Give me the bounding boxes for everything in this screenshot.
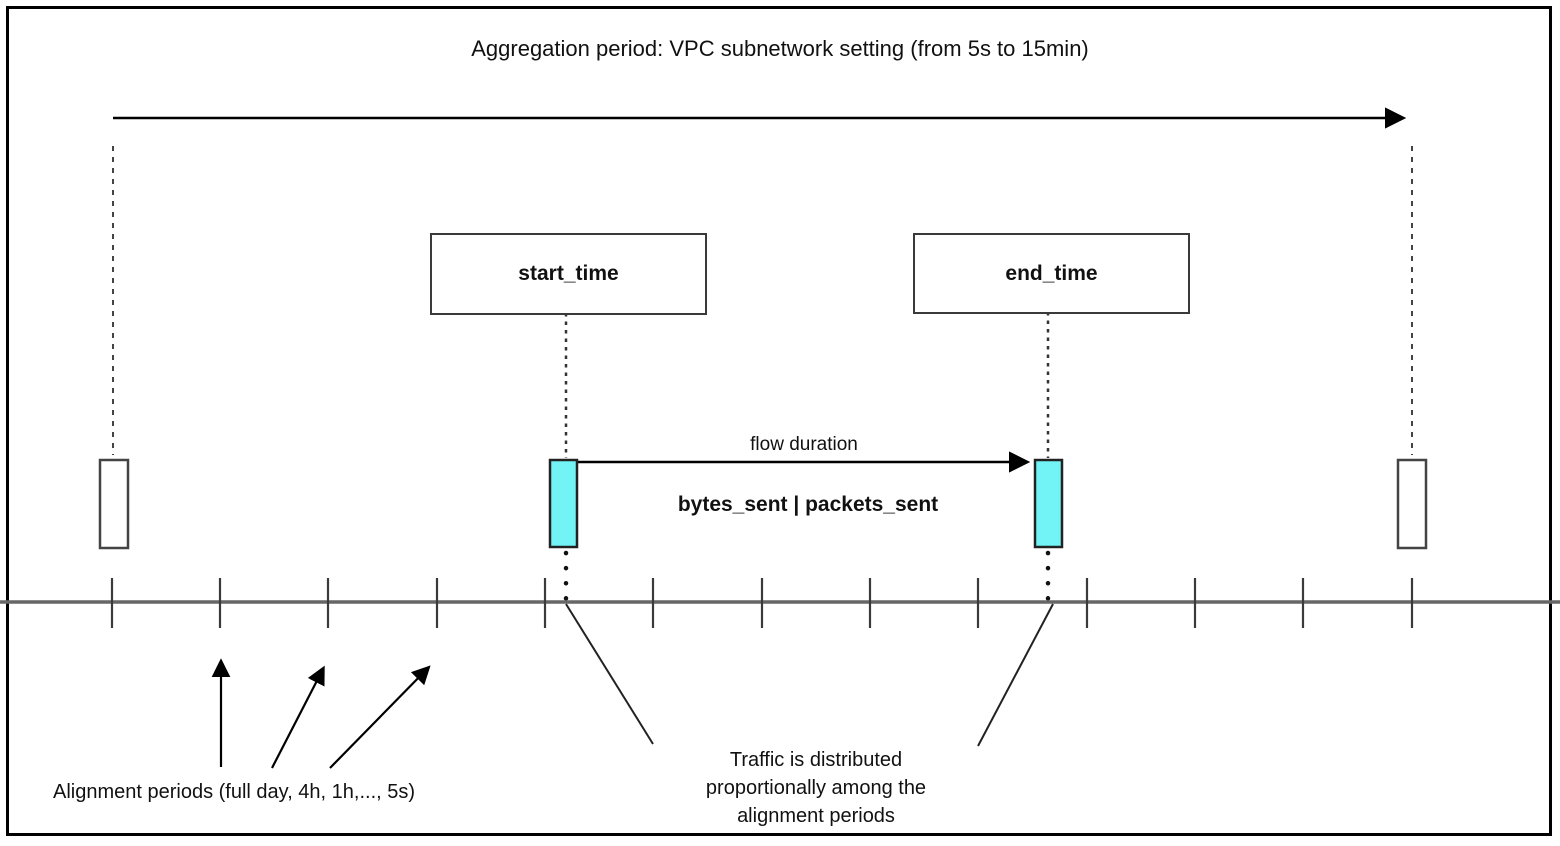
flow-duration-label: flow duration: [750, 434, 858, 455]
traffic-note-leader-right: [977, 603, 1054, 747]
start-time-flow-marker: [548, 458, 579, 549]
end-time-label: end_time: [1005, 261, 1098, 285]
right-empty-flow-marker: [1396, 458, 1428, 550]
start-time-box: start_time: [430, 233, 707, 315]
left-empty-flow-marker: [98, 458, 130, 550]
metrics-label: bytes_sent | packets_sent: [677, 493, 939, 516]
diagram-border: [6, 6, 1552, 836]
alignment-arrow-2: [271, 665, 325, 769]
diagram-title: Aggregation period: VPC subnetwork setti…: [471, 36, 1089, 61]
timeline-ticks: [110, 578, 1414, 628]
end-time-flow-marker: [1033, 458, 1064, 549]
traffic-distribution-note: Traffic is distributed proportionally am…: [705, 749, 927, 827]
alignment-periods-label: Alignment periods (full day, 4h, 1h,...,…: [53, 781, 416, 803]
traffic-note-leader-left: [565, 603, 654, 745]
alignment-arrow-3: [329, 665, 431, 769]
start-time-label: start_time: [518, 262, 619, 285]
end-time-box: end_time: [913, 233, 1190, 314]
